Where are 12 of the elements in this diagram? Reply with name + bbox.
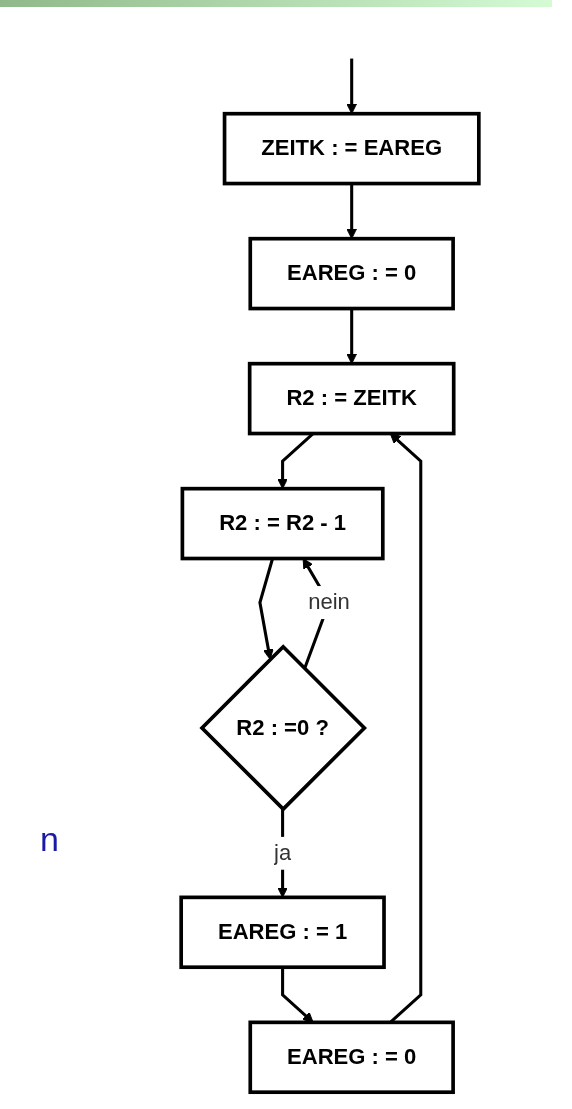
arrow xyxy=(281,967,314,1023)
edge-label: ja xyxy=(274,840,292,865)
node-box: ZEITK : = EAREG xyxy=(222,111,481,186)
node-box: R2 : = ZEITK xyxy=(247,361,456,436)
node-box: EAREG : = 1 xyxy=(179,895,386,970)
note-text: n xyxy=(40,820,59,859)
edge-label: nein xyxy=(308,589,350,615)
node-box: EAREG : = 0 xyxy=(248,236,455,311)
node-diamond: R2 : =0 ? xyxy=(199,644,367,812)
arrow xyxy=(258,558,275,660)
node-box: R2 : = R2 - 1 xyxy=(180,486,385,561)
node-box: EAREG : = 0 xyxy=(248,1020,455,1095)
